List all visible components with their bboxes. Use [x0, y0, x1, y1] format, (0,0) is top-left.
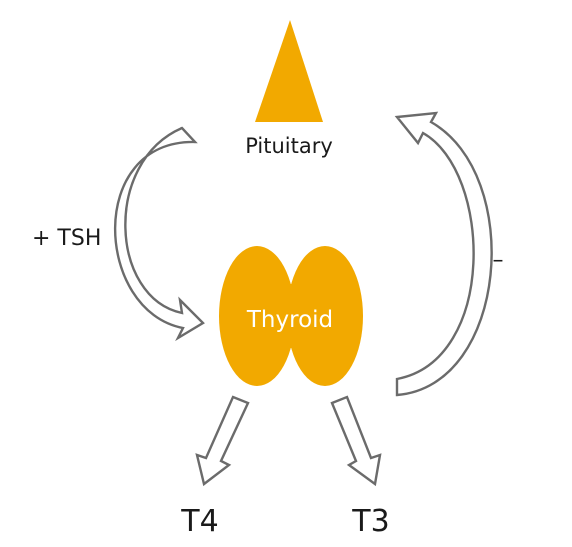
t4-label: T4: [180, 504, 218, 539]
thyroid-gland-shape: [219, 246, 363, 386]
negative-feedback-label: –: [493, 248, 504, 273]
thyroid-label: Thyroid: [246, 307, 333, 333]
t3-output-arrow: [330, 395, 382, 487]
tsh-stimulation-label: + TSH: [32, 226, 101, 251]
t4-output-arrow: [195, 395, 250, 487]
negative-feedback-arrow: [394, 111, 493, 397]
t3-label: T3: [351, 504, 389, 539]
pituitary-label: Pituitary: [245, 134, 333, 158]
pituitary-gland-shape: [255, 20, 323, 122]
tsh-stimulation-arrow: [113, 126, 205, 342]
